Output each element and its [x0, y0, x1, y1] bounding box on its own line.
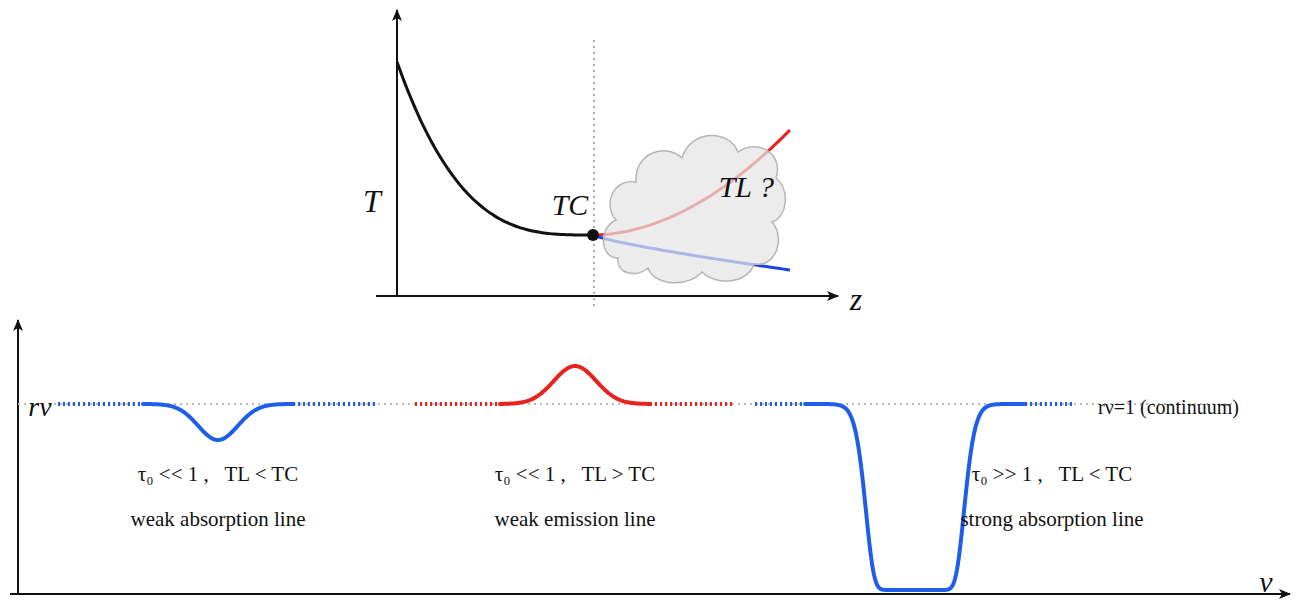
- line-type-label: strong absorption line: [960, 508, 1143, 531]
- flux-axis: [17, 320, 19, 595]
- line-type-label: weak absorption line: [131, 508, 306, 531]
- temperature-axes: [376, 10, 838, 308]
- height-axis: [376, 295, 838, 297]
- curves: [58, 62, 1075, 590]
- weak-emission-profile: [500, 366, 650, 404]
- condition-label: τ₀ << 1 , TL > TC: [495, 463, 655, 486]
- spectrum-axes: [10, 320, 1290, 595]
- boundary-temperature-label: TC: [552, 188, 589, 221]
- boundary-line: [593, 40, 595, 308]
- boundary-point: [587, 229, 599, 241]
- line-type-label: weak emission line: [495, 508, 656, 531]
- weak-absorption-profile-wing: [293, 402, 378, 406]
- axis-title: T: [363, 184, 381, 219]
- axis-title: ν: [1259, 565, 1272, 598]
- strong-absorption-profile-wing: [1025, 402, 1075, 406]
- continuum-label: rν=1 (continuum): [1098, 396, 1239, 418]
- weak-emission-profile-wing: [415, 402, 500, 406]
- layer-temperature-label: TL ?: [719, 170, 774, 203]
- weak-emission-profile-wing: [650, 402, 735, 406]
- temperature-curve: [397, 62, 593, 235]
- weak-absorption-profile-wing: [58, 402, 143, 406]
- axis-title: rν: [28, 392, 51, 423]
- strong-absorption-profile-wing: [755, 402, 805, 406]
- frequency-axis: [10, 593, 1290, 595]
- cloud-layer: TL ?: [598, 108, 788, 288]
- temperature-axis: [396, 10, 398, 296]
- axis-title: z: [850, 282, 862, 317]
- weak-absorption-profile: [143, 404, 293, 440]
- strong-absorption-profile: [805, 404, 1025, 590]
- condition-label: τ₀ >> 1 , TL < TC: [972, 463, 1132, 486]
- condition-label: τ₀ << 1 , TL < TC: [138, 463, 298, 486]
